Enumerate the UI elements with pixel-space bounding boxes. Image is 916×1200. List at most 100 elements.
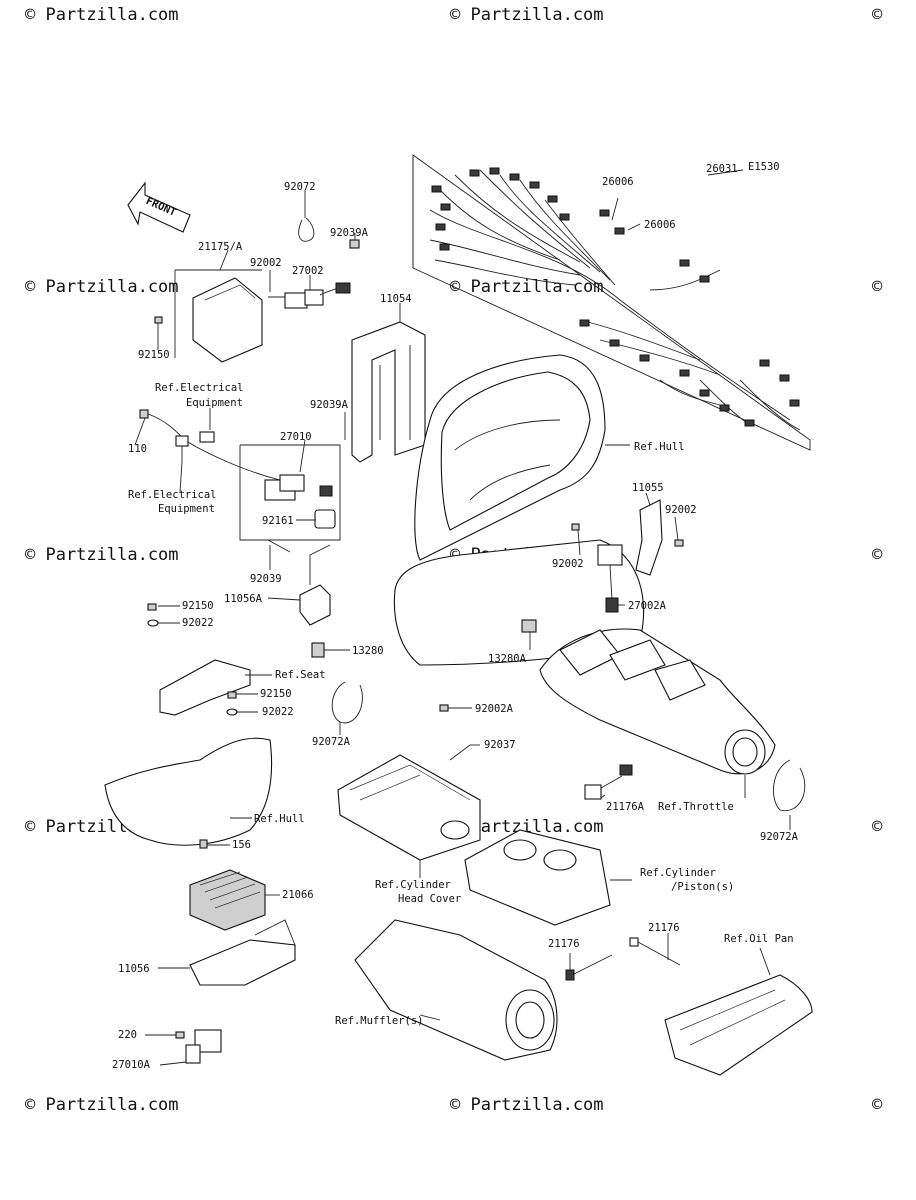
watermark: © Partzilla.com (450, 277, 604, 297)
part-label: 27010 (280, 431, 312, 443)
watermark-layer: © Partzilla.com © Partzilla.com © Partzi… (25, 5, 883, 1115)
bolt-92150 (154, 316, 163, 335)
part-label: Ref.Oil Pan (724, 933, 794, 945)
part-label: Ref.Cylinder (640, 867, 716, 879)
watermark: © Partzilla.com (25, 545, 179, 565)
diagram-code: E1530 (748, 161, 780, 173)
part-label: 26006 (602, 176, 634, 188)
clamp-92072a-left (331, 681, 363, 724)
hull-left (104, 737, 273, 846)
part-label: 92002A (475, 703, 514, 715)
ecu-module (174, 269, 263, 363)
bracket-11054 (351, 321, 426, 463)
part-label: Ref.Seat (275, 669, 326, 681)
part-label: 92039A (310, 399, 349, 411)
part-label: 92002 (665, 504, 697, 516)
part-label: 92072A (312, 736, 351, 748)
part-label: 13280A (488, 653, 527, 665)
part-label: 21176A (606, 801, 645, 813)
wiring-harness (412, 154, 811, 451)
relay-27002 (268, 282, 351, 309)
part-label: 26031 (706, 163, 738, 175)
part-label: 220 (118, 1029, 137, 1041)
watermark: © (872, 1095, 883, 1115)
part-label: Head Cover (398, 893, 461, 905)
throttle-body (521, 619, 776, 775)
front-arrow-icon: FRONT (127, 181, 191, 233)
watermark: © Partzilla.com (25, 277, 179, 297)
relay-27010 (239, 444, 341, 541)
part-label: 26006 (644, 219, 676, 231)
part-label: 156 (232, 839, 251, 851)
part-label: 92039A (330, 227, 369, 239)
part-label: 92072A (760, 831, 799, 843)
part-label: 92150 (260, 688, 292, 700)
part-label: 92150 (138, 349, 170, 361)
watermark: © Partzilla.com (25, 1095, 179, 1115)
bracket-11055 (635, 499, 684, 576)
part-label: 11055 (632, 482, 664, 494)
part-label: Ref.Muffler(s) (335, 1015, 424, 1027)
part-label: Equipment (186, 397, 243, 409)
muffler (354, 919, 558, 1061)
bracket-seat (147, 603, 251, 716)
oil-pan (664, 974, 813, 1076)
watermark: © Partzilla.com (450, 1095, 604, 1115)
leader-lines (134, 169, 791, 1066)
part-label: 11054 (380, 293, 412, 305)
part-label: Ref.Hull (254, 813, 305, 825)
watermark: © (872, 545, 883, 565)
part-label: 11056 (118, 963, 150, 975)
part-label: 27002 (292, 265, 324, 277)
hull-top (393, 354, 645, 666)
part-label: 21176 (548, 938, 580, 950)
watermark: © Partzilla.com (450, 5, 604, 25)
part-label: 13280 (352, 645, 384, 657)
cylinder-head-cover (337, 704, 481, 861)
part-label: 92039 (250, 573, 282, 585)
part-label: 92072 (284, 181, 316, 193)
regulator-21066 (189, 839, 266, 931)
part-label: 92150 (182, 600, 214, 612)
clamp-92072a-right (773, 759, 806, 812)
part-label: 27002A (628, 600, 667, 612)
part-label: 92161 (262, 515, 294, 527)
grommet-92039a (349, 239, 360, 249)
wire-harness-small (139, 409, 281, 481)
watermark: © (872, 817, 883, 837)
bracket-11056 (189, 919, 296, 986)
watermark: © (872, 5, 883, 25)
part-label: 27010A (112, 1059, 151, 1071)
part-label: Ref.Electrical (128, 489, 217, 501)
sensor-21176a (584, 764, 633, 800)
part-label: 21175/A (198, 241, 243, 253)
bracket-11056a (299, 544, 331, 626)
part-label: 92002 (552, 558, 584, 570)
relay-27002a (571, 523, 623, 613)
part-labels: 26031 26006 26006 92072 92039A 21175/A 9… (112, 163, 799, 1071)
clamp-92072 (298, 217, 315, 242)
part-label: Ref.Cylinder (375, 879, 451, 891)
part-label: Ref.Throttle (658, 801, 734, 813)
sensor-21176 (565, 937, 681, 981)
watermark: © (872, 277, 883, 297)
part-label: 92037 (484, 739, 516, 751)
part-label: 92002 (250, 257, 282, 269)
part-label: 92022 (262, 706, 294, 718)
watermark: © Partzilla.com (450, 817, 604, 837)
cylinder-block (464, 829, 611, 926)
part-label: Ref.Hull (634, 441, 685, 453)
part-label: Ref.Electrical (155, 382, 244, 394)
bolt-92039 (267, 539, 291, 553)
relay-27010a (175, 1029, 222, 1064)
clip-13280 (311, 642, 325, 658)
part-label: 110 (128, 443, 147, 455)
part-label: 21176 (648, 922, 680, 934)
watermark: © Partzilla.com (25, 5, 179, 25)
part-label: 92022 (182, 617, 214, 629)
part-label: 21066 (282, 889, 314, 901)
part-label: 11056A (224, 593, 263, 605)
part-label: Equipment (158, 503, 215, 515)
part-label: /Piston(s) (671, 881, 734, 893)
